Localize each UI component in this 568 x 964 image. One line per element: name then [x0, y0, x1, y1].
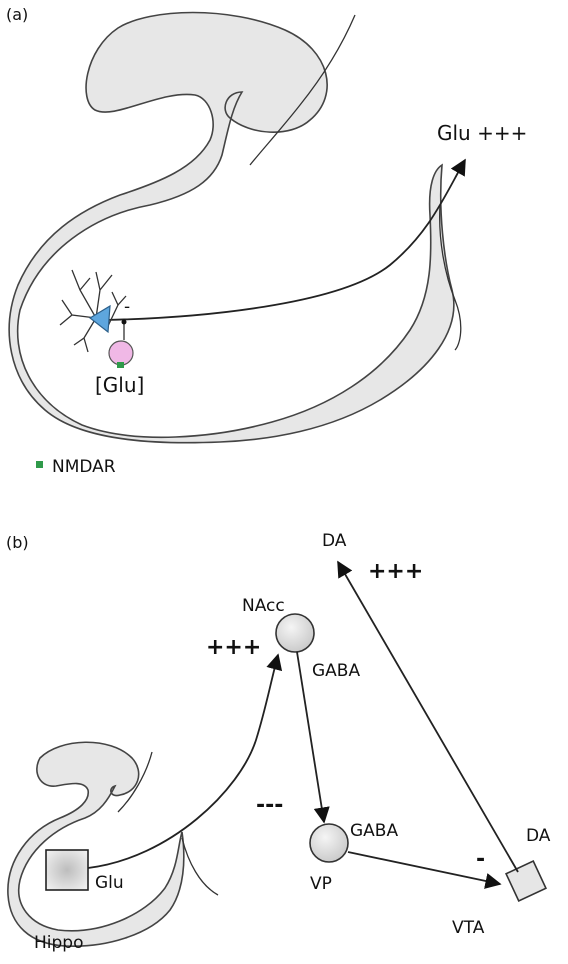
- output-glu-label: Glu +++: [437, 121, 527, 145]
- vp-label: VP: [310, 874, 332, 894]
- vp-gaba-label: GABA: [350, 821, 398, 841]
- fiber-strand-upper: [249, 14, 356, 166]
- hippocampus-region-a: [8, 11, 455, 444]
- hippo-glu-label: Glu: [95, 873, 124, 893]
- da-top-label: DA: [322, 531, 347, 551]
- pyramidal-neuron: [59, 269, 127, 353]
- panel-b-label: (b): [6, 533, 29, 552]
- fiber-strand-b-upper: [117, 751, 153, 813]
- hippo-excitation-sign: +++: [206, 635, 261, 660]
- vta-da-label: DA: [526, 826, 551, 846]
- vp-node: [309, 823, 349, 863]
- projection-arrow-a: [103, 158, 466, 321]
- panel-a-label: (a): [6, 5, 28, 24]
- inhibition-sign-a: -: [124, 297, 130, 317]
- hippocampus-region-b: [7, 741, 185, 947]
- nmdar-receptor: [117, 362, 124, 368]
- interneuron: [108, 340, 134, 366]
- synapse-dot: [121, 319, 127, 325]
- da-excitation-sign: +++: [368, 559, 423, 584]
- vta-inhibition-sign: -: [476, 847, 485, 872]
- fiber-strand-lower: [439, 204, 462, 351]
- legend-nmdar-swatch: [36, 461, 43, 468]
- vta-da-square: [505, 860, 547, 902]
- vta-to-da-arrow: [337, 560, 519, 873]
- vp-to-vta-arrow: [347, 851, 502, 889]
- legend-nmdar-label: NMDAR: [52, 457, 116, 477]
- vp-inhibition-sign: ---: [256, 793, 283, 818]
- glu-concentration-label: [Glu]: [95, 373, 144, 397]
- hippo-to-nacc-arrow: [87, 653, 283, 869]
- nacc-label: NAcc: [242, 596, 285, 616]
- nacc-node: [275, 613, 315, 653]
- vta-label: VTA: [452, 918, 485, 938]
- hippo-glu-square: [45, 849, 89, 891]
- hippo-label: Hippo: [34, 933, 84, 953]
- nacc-gaba-label: GABA: [312, 661, 360, 681]
- nacc-to-vp-arrow: [296, 651, 330, 824]
- fiber-strand-b-lower: [181, 837, 219, 896]
